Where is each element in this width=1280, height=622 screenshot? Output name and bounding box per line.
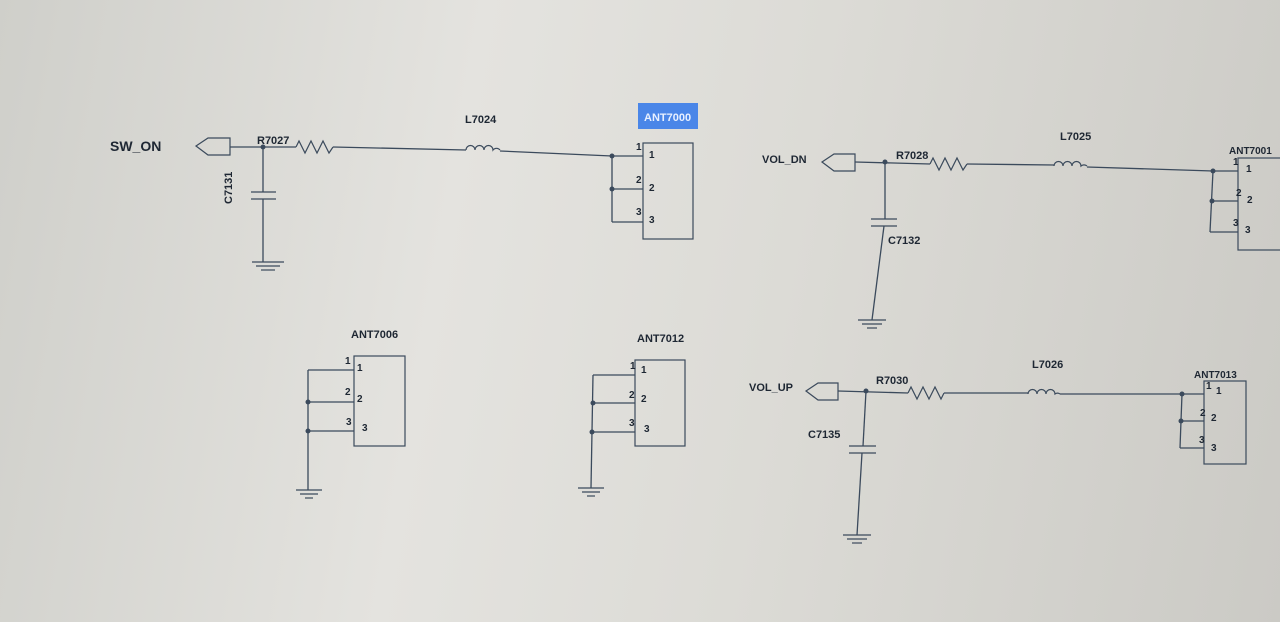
pin-number: 1 bbox=[357, 363, 363, 374]
pin-number: 1 bbox=[1233, 157, 1239, 168]
ground-symbol bbox=[296, 489, 322, 499]
pin-number: 3 bbox=[644, 424, 650, 435]
inductor-l7025[interactable] bbox=[1053, 160, 1088, 168]
label-r7030[interactable]: R7030 bbox=[876, 375, 908, 387]
resistor-r7030[interactable] bbox=[907, 385, 945, 401]
label-l7025[interactable]: L7025 bbox=[1060, 131, 1091, 143]
label-ant7001[interactable]: ANT7001 bbox=[1229, 146, 1272, 157]
pin-number: 1 bbox=[641, 365, 647, 376]
label-l7026[interactable]: L7026 bbox=[1032, 359, 1063, 371]
label-l7024[interactable]: L7024 bbox=[465, 114, 497, 126]
label-ant7013[interactable]: ANT7013 bbox=[1194, 370, 1237, 381]
label-r7028[interactable]: R7028 bbox=[896, 150, 928, 162]
antenna-ant7013[interactable] bbox=[1203, 380, 1247, 465]
pin-number: 3 bbox=[1211, 443, 1217, 454]
pin-number: 3 bbox=[629, 418, 635, 429]
ground-symbol bbox=[858, 319, 886, 329]
antenna-ant7001[interactable] bbox=[1237, 157, 1280, 251]
label-c7132[interactable]: C7132 bbox=[888, 235, 920, 247]
pin-number: 1 bbox=[636, 142, 642, 153]
ant7012-group: ANT7012 1 1 2 2 3 3 bbox=[578, 333, 686, 497]
pin-number: 1 bbox=[1216, 386, 1222, 397]
inductor-l7024[interactable] bbox=[465, 144, 501, 152]
ground-symbol bbox=[843, 534, 871, 544]
port-vol-up[interactable] bbox=[804, 382, 839, 401]
pin-number: 1 bbox=[1246, 164, 1252, 175]
pin-number: 3 bbox=[1199, 435, 1205, 446]
net-label-vol-dn[interactable]: VOL_DN bbox=[762, 154, 807, 166]
pin-number: 3 bbox=[346, 417, 352, 428]
ground-symbol bbox=[578, 487, 604, 497]
selection-highlight bbox=[638, 103, 698, 129]
pin-number: 1 bbox=[1206, 381, 1212, 392]
port-vol-dn[interactable] bbox=[820, 153, 856, 172]
pin-number: 3 bbox=[636, 207, 642, 218]
pin-number: 2 bbox=[1211, 413, 1217, 424]
pin-number: 3 bbox=[649, 215, 655, 226]
port-sw-on[interactable] bbox=[194, 137, 231, 156]
pin-number: 2 bbox=[357, 394, 363, 405]
pin-number: 2 bbox=[636, 175, 642, 186]
label-c7135[interactable]: C7135 bbox=[808, 429, 840, 441]
pin-number: 1 bbox=[649, 150, 655, 161]
label-ant7012[interactable]: ANT7012 bbox=[637, 333, 684, 345]
pin-number: 2 bbox=[629, 390, 635, 401]
pin-number: 2 bbox=[1200, 408, 1206, 419]
inductor-l7026[interactable] bbox=[1027, 388, 1061, 396]
label-r7027[interactable]: R7027 bbox=[257, 135, 289, 147]
ant7006-group: ANT7006 1 1 2 2 3 3 bbox=[296, 329, 406, 499]
label-ant7000[interactable]: ANT7000 bbox=[644, 112, 691, 124]
resistor-r7027[interactable] bbox=[295, 139, 334, 155]
pin-number: 2 bbox=[1247, 195, 1253, 206]
label-c7131[interactable]: C7131 bbox=[223, 172, 235, 204]
pin-number: 2 bbox=[345, 387, 351, 398]
vol-up-circuit: VOL_UP R7030 L7026 C7135 ANT7013 1 1 2 bbox=[749, 359, 1247, 544]
pin-number: 2 bbox=[641, 394, 647, 405]
pin-number: 2 bbox=[1236, 188, 1242, 199]
antenna-ant7000[interactable] bbox=[642, 142, 694, 240]
pin-number: 1 bbox=[345, 356, 351, 367]
pin-number: 1 bbox=[630, 361, 636, 372]
label-ant7006[interactable]: ANT7006 bbox=[351, 329, 398, 341]
pin-number: 2 bbox=[649, 183, 655, 194]
pin-number: 3 bbox=[362, 423, 368, 434]
pin-number: 3 bbox=[1245, 225, 1251, 236]
pin-number: 3 bbox=[1233, 218, 1239, 229]
net-label-vol-up[interactable]: VOL_UP bbox=[749, 382, 793, 394]
ground-symbol bbox=[252, 261, 284, 271]
resistor-r7028[interactable] bbox=[929, 156, 968, 172]
net-label-sw-on[interactable]: SW_ON bbox=[110, 138, 161, 154]
vol-dn-circuit: VOL_DN R7028 L7025 C7132 ANT7001 1 1 2 bbox=[762, 131, 1280, 329]
sw-on-circuit: SW_ON R7027 L7024 C7131 ANT7000 1 1 bbox=[110, 103, 698, 271]
antenna-ant7006[interactable] bbox=[353, 355, 406, 447]
